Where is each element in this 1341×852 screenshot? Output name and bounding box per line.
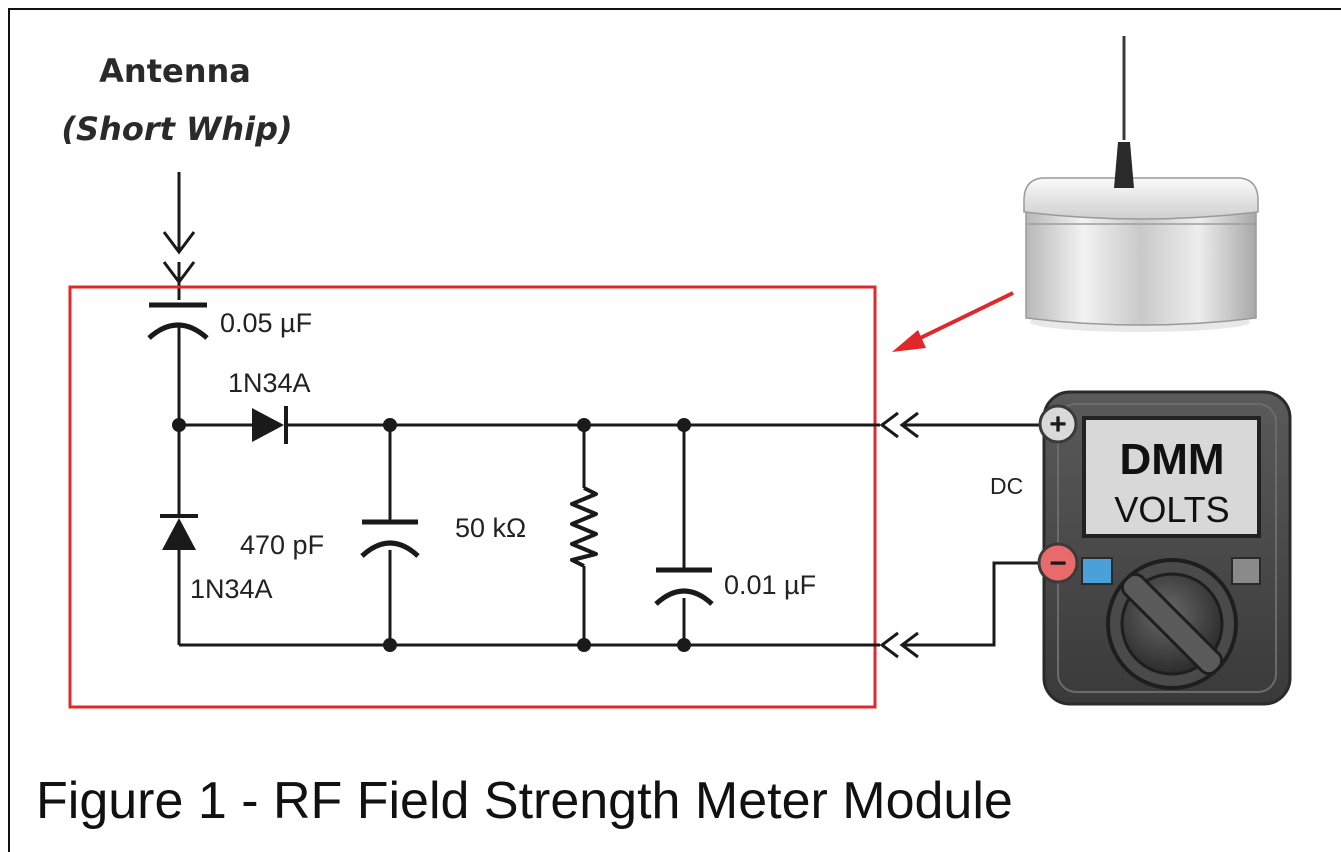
output-connector-bottom	[879, 561, 1040, 659]
module-outline	[68, 285, 877, 709]
shunt-diode	[160, 505, 200, 565]
filter-capacitor	[360, 519, 420, 558]
series-diode	[240, 406, 300, 444]
junction-dot	[577, 638, 591, 652]
dmm-button-left[interactable]	[1081, 557, 1113, 585]
output-connector-top	[879, 411, 1045, 439]
output-capacitor	[654, 567, 714, 606]
junction-dot	[172, 418, 186, 432]
plus-symbol: +	[1049, 408, 1067, 441]
plus-terminal: +	[1038, 404, 1078, 444]
filter-capacitor-label: 470 pF	[240, 530, 324, 560]
dmm-rotary-knob[interactable]	[1106, 558, 1238, 690]
coupling-capacitor-label: 0.05 µF	[220, 308, 312, 338]
circuit-wiring	[177, 325, 880, 647]
junction-dot	[383, 638, 397, 652]
pointer-arrow	[892, 291, 1014, 352]
output-capacitor-label: 0.01 µF	[724, 570, 816, 600]
series-diode-label: 1N34A	[228, 368, 311, 398]
antenna-label: Antenna (Short Whip)	[61, 52, 292, 148]
dmm-display	[1082, 416, 1261, 538]
image-border	[8, 8, 1341, 852]
junction-dot	[383, 418, 397, 432]
junction-dot	[677, 638, 691, 652]
dmm-title: DMM	[1119, 435, 1224, 484]
antenna-subtitle: (Short Whip)	[61, 110, 292, 148]
dmm-mode: VOLTS	[1114, 489, 1229, 530]
load-resistor	[570, 486, 598, 568]
junction-dots	[172, 418, 691, 652]
antenna-input-arrow	[162, 172, 196, 300]
dmm-meter: DMM VOLTS + −	[1037, 390, 1292, 706]
junction-dot	[577, 418, 591, 432]
figure-caption: Figure 1 - RF Field Strength Meter Modul…	[36, 772, 1013, 830]
antenna-title: Antenna	[99, 52, 251, 90]
dc-label: DC	[990, 473, 1023, 499]
shunt-diode-label: 1N34A	[190, 574, 273, 604]
dmm-button-right[interactable]	[1231, 557, 1261, 585]
junction-dot	[677, 418, 691, 432]
minus-symbol: −	[1049, 547, 1067, 580]
minus-terminal: −	[1037, 542, 1079, 584]
load-resistor-label: 50 kΩ	[455, 513, 526, 543]
enclosure-image	[1023, 36, 1259, 332]
